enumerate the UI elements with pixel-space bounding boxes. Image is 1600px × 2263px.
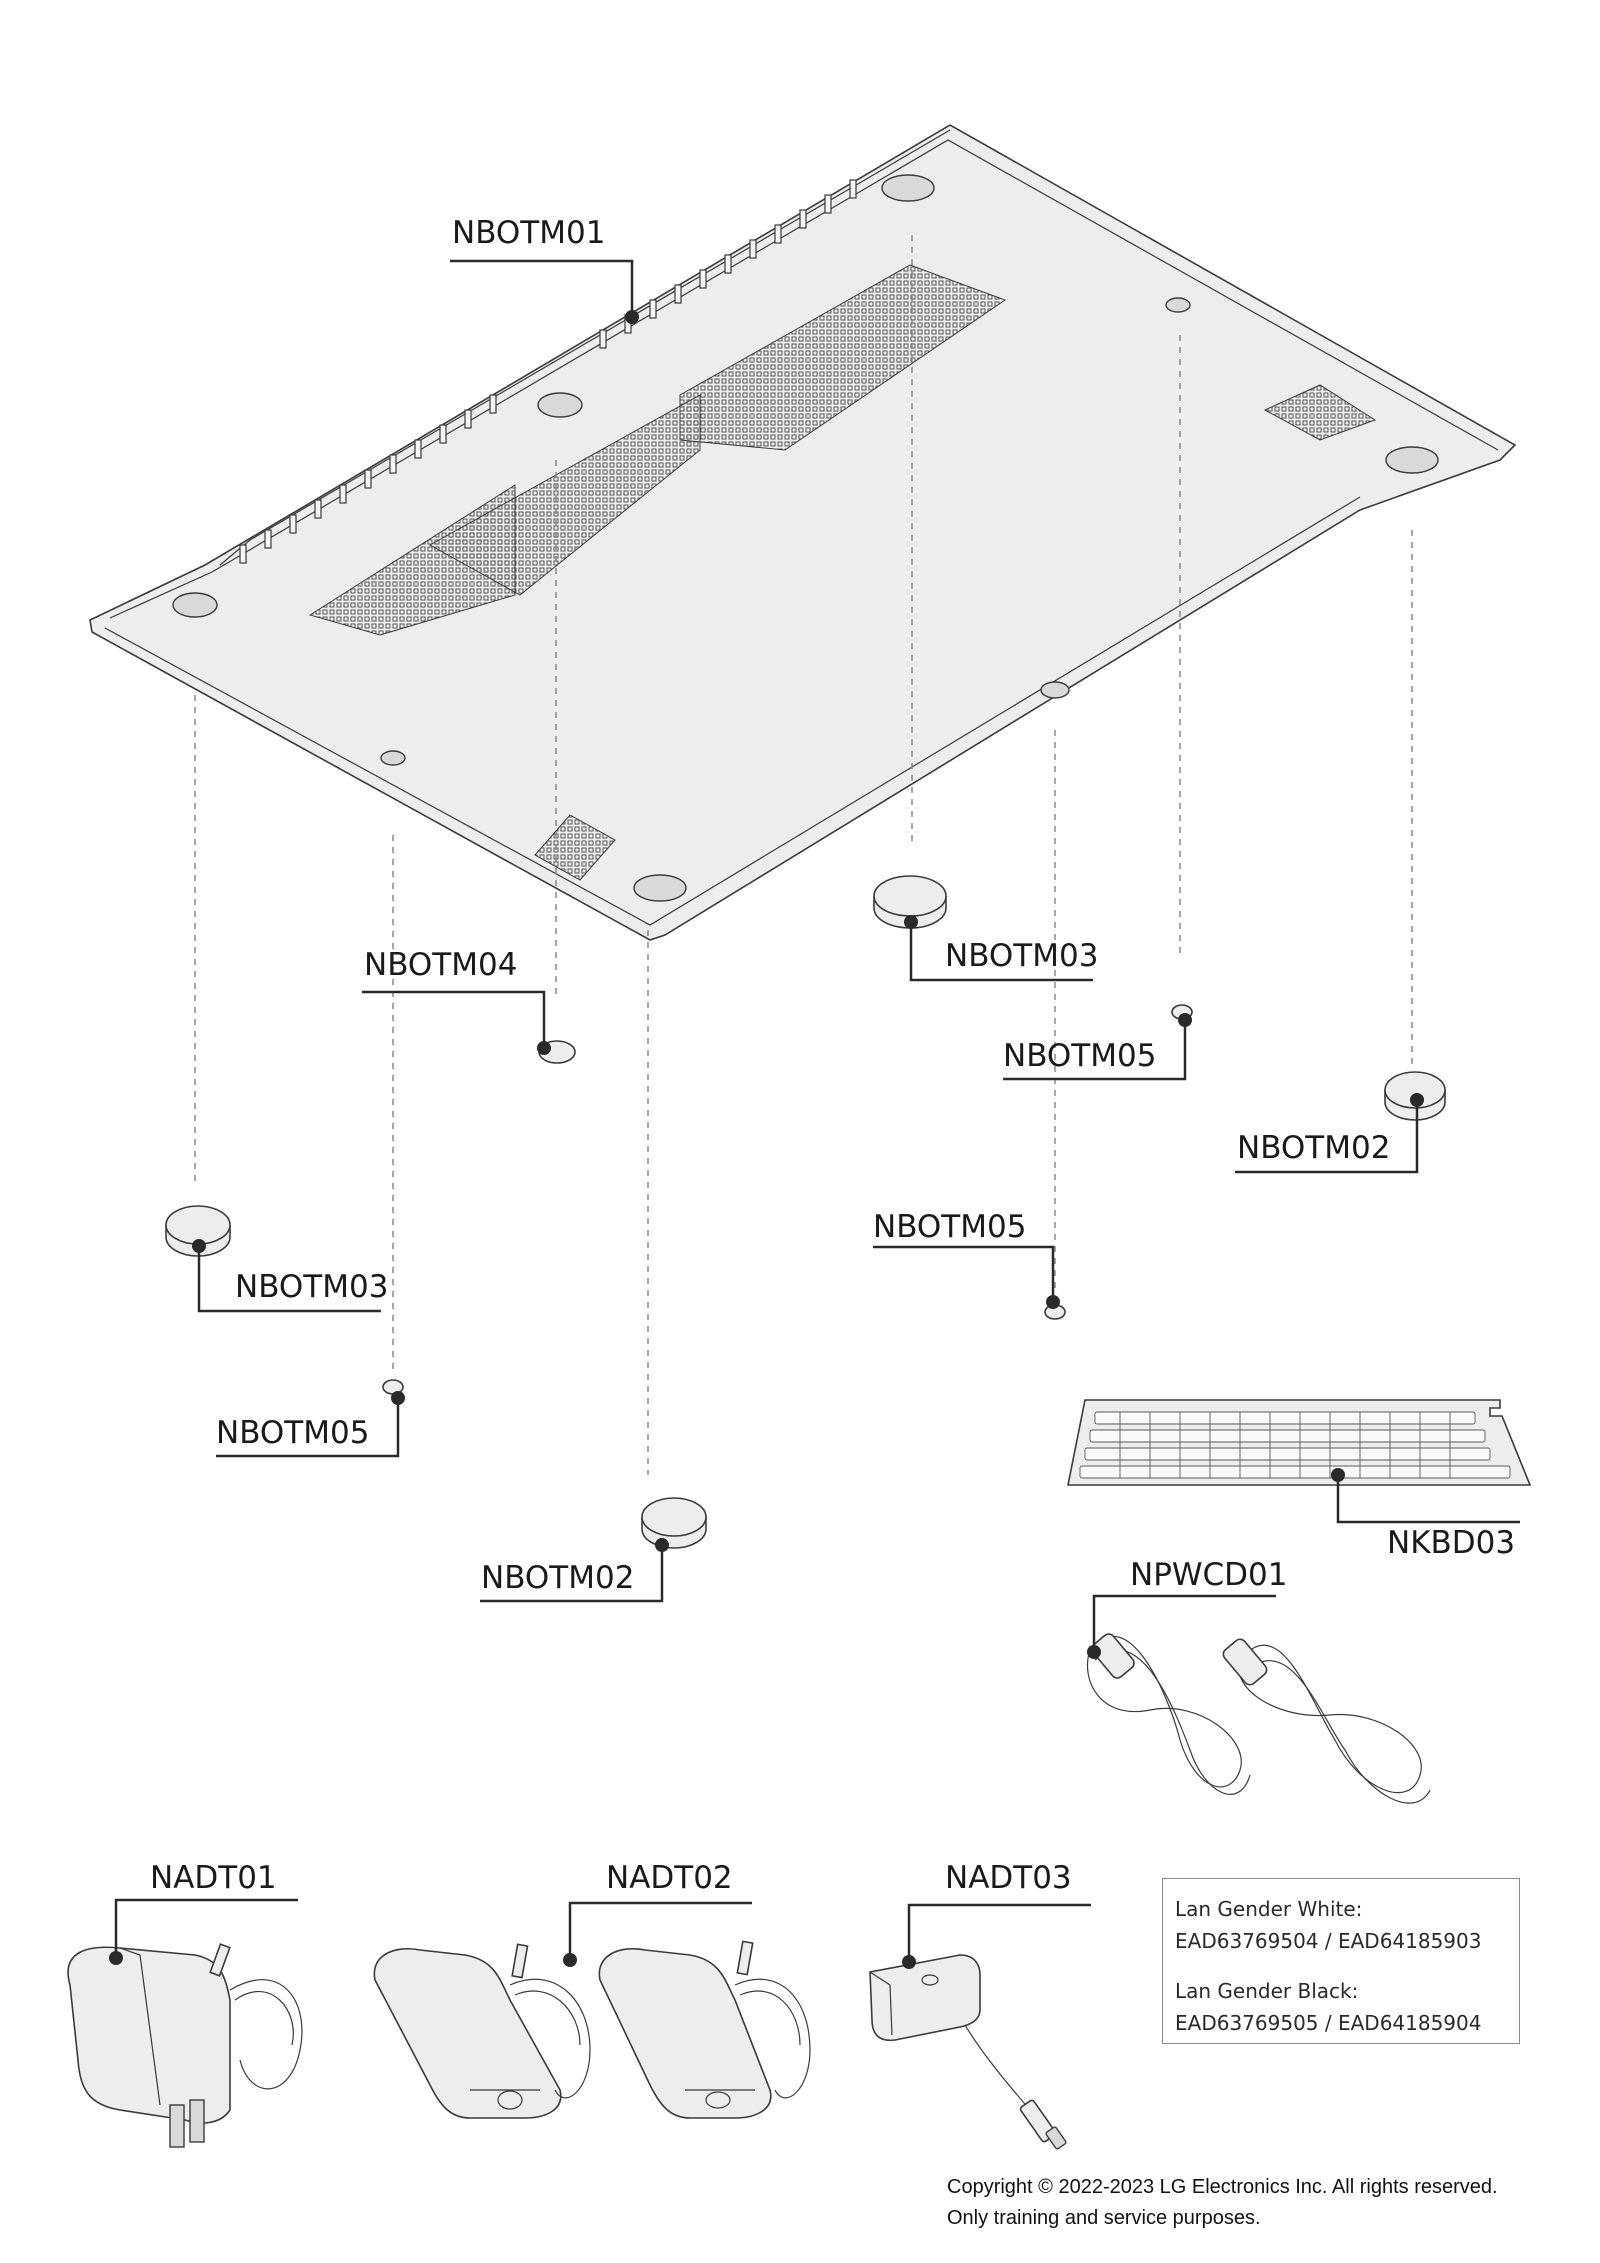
lan-gender-info-box: Lan Gender White: EAD63769504 / EAD64185… xyxy=(1162,1878,1520,2044)
bottom-case xyxy=(89,124,1517,941)
callout-nbotm05-right-top: NBOTM05 xyxy=(1003,1013,1192,1081)
lan-gender-white-label: Lan Gender White: xyxy=(1175,1897,1363,1921)
svg-text:NADT02: NADT02 xyxy=(606,1860,733,1896)
callout-npwcd01: NPWCD01 xyxy=(1087,1557,1288,1659)
callout-nbotm05-left: NBOTM05 xyxy=(216,1391,405,1458)
vent-grille-right xyxy=(679,264,1007,451)
callout-nbotm04: NBOTM04 xyxy=(362,947,551,1055)
callout-nadt03: NADT03 xyxy=(902,1860,1091,1969)
callout-nbotm03-left: NBOTM03 xyxy=(192,1239,388,1313)
callout-nkbd03: NKBD03 xyxy=(1331,1468,1520,1561)
copyright-line-1: Copyright © 2022-2023 LG Electronics Inc… xyxy=(947,2176,1498,2198)
rubber-foot-nbotm02-right xyxy=(1384,1071,1446,1121)
rubber-foot-nbotm02-left xyxy=(641,1497,707,1549)
lan-gender-nadt03 xyxy=(869,1954,1067,2150)
keyboard-nkbd03 xyxy=(1067,1399,1532,1486)
copyright-notice: Copyright © 2022-2023 LG Electronics Inc… xyxy=(947,2172,1498,2234)
lan-gender-white-codes: EAD63769504 / EAD64185903 xyxy=(1175,1929,1482,1953)
svg-text:NKBD03: NKBD03 xyxy=(1387,1525,1515,1561)
svg-text:NBOTM04: NBOTM04 xyxy=(364,947,517,983)
alignment-lines xyxy=(194,235,1413,1475)
svg-text:NBOTM03: NBOTM03 xyxy=(945,938,1098,974)
svg-text:NBOTM05: NBOTM05 xyxy=(1003,1038,1156,1074)
callout-nbotm05-mid: NBOTM05 xyxy=(873,1209,1060,1309)
svg-text:NBOTM05: NBOTM05 xyxy=(216,1415,369,1451)
svg-text:NBOTM03: NBOTM03 xyxy=(235,1269,388,1305)
svg-text:NBOTM02: NBOTM02 xyxy=(481,1560,634,1596)
callout-nbotm01: NBOTM01 xyxy=(450,215,639,324)
power-cord-npwcd01 xyxy=(1086,1633,1431,1804)
adapter-nadt02-b xyxy=(598,1940,811,2119)
vent-grille-left xyxy=(308,484,516,636)
vent-grille-small-2 xyxy=(1263,384,1377,441)
callout-nadt02: NADT02 xyxy=(563,1860,752,1967)
vent-grille-small-1 xyxy=(534,814,616,881)
svg-text:NBOTM01: NBOTM01 xyxy=(452,215,605,251)
svg-text:NBOTM02: NBOTM02 xyxy=(1237,1130,1390,1166)
adapter-nadt01 xyxy=(67,1943,303,2148)
case-foot-mounts xyxy=(172,174,1439,902)
svg-text:NBOTM05: NBOTM05 xyxy=(873,1209,1026,1245)
lan-gender-black-codes: EAD63769505 / EAD64185904 xyxy=(1175,2011,1482,2035)
case-ribs-top xyxy=(239,179,857,564)
svg-text:NADT03: NADT03 xyxy=(945,1860,1072,1896)
callout-nbotm02-left: NBOTM02 xyxy=(480,1538,669,1603)
svg-text:NADT01: NADT01 xyxy=(150,1860,277,1896)
callout-nbotm03-right: NBOTM03 xyxy=(904,915,1098,982)
copyright-line-2: Only training and service purposes. xyxy=(947,2207,1261,2229)
vent-grille-center xyxy=(428,394,701,596)
adapter-nadt02-a xyxy=(373,1943,591,2119)
callout-nadt01: NADT01 xyxy=(109,1860,298,1965)
lan-gender-black-label: Lan Gender Black: xyxy=(1175,1979,1359,2003)
callout-nbotm02-right: NBOTM02 xyxy=(1235,1093,1424,1174)
svg-text:NPWCD01: NPWCD01 xyxy=(1130,1557,1288,1593)
